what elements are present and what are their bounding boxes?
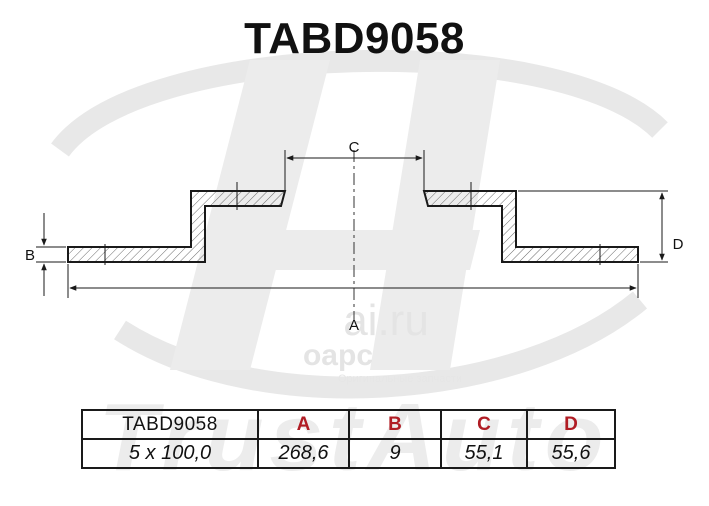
watermark-site-text: ai.ru [343,296,429,345]
watermark-brand-mark [170,60,500,370]
header-c: C [440,409,528,440]
watermark-logo-text: oapc [303,339,373,372]
disc-profile [67,190,287,263]
value-c: 55,1 [440,438,528,469]
header-a: A [257,409,350,440]
dimension-b-label: B [25,247,35,264]
dimension-d: D [518,190,684,263]
dimension-c: C [284,139,425,190]
value-b: 9 [348,438,442,469]
header-b: B [348,409,442,440]
value-a: 268,6 [257,438,350,469]
header-d: D [526,409,616,440]
value-d: 55,6 [526,438,616,469]
disc-profile-right [422,190,639,263]
spec-table-header-row: TABD9058 A B C D [81,409,616,440]
dimension-a-label: A [349,317,359,334]
dimension-c-label: C [349,139,360,156]
dimension-b: B [25,213,66,296]
value-bolt-pattern: 5 x 100,0 [81,438,259,469]
dimension-a: A [67,264,639,334]
section-inner-lines [104,182,601,265]
part-number-title: TABD9058 [244,14,465,63]
watermark-caption-text: Оригинальные запчасти [338,373,462,385]
spec-table-value-row: 5 x 100,0 268,6 9 55,1 55,6 [81,438,616,469]
spec-table: TABD9058 A B C D 5 x 100,0 268,6 9 55,1 … [81,409,616,469]
dimension-d-label: D [673,236,684,253]
header-model: TABD9058 [81,409,259,440]
